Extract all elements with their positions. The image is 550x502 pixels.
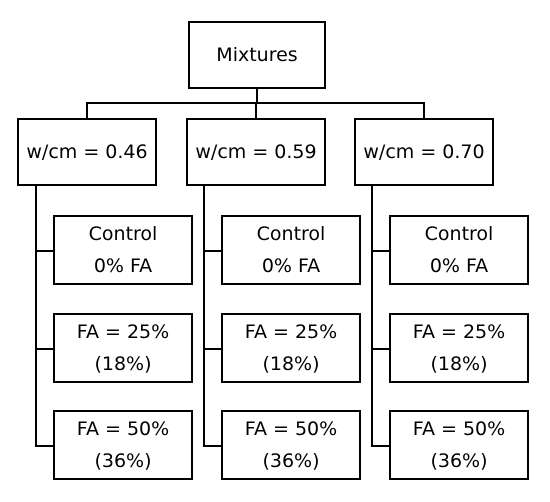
branch-group-2-fa25: [203, 348, 221, 350]
leaf-node-line2: (36%): [430, 450, 488, 472]
branch-group-1-fa50: [35, 445, 53, 447]
spine-group-3: [371, 186, 373, 446]
branch-group-2-fa50: [203, 445, 221, 447]
group-node-label: w/cm = 0.59: [195, 141, 317, 163]
spine-group-1: [35, 186, 37, 446]
group-node-wcm-059: w/cm = 0.59: [186, 118, 326, 186]
leaf-node-line1: FA = 50%: [244, 418, 338, 440]
connector-to-group-2: [255, 102, 257, 118]
leaf-node-line1: FA = 50%: [76, 418, 170, 440]
branch-group-3-control: [371, 250, 389, 252]
branch-group-1-control: [35, 250, 53, 252]
leaf-node-line1: FA = 25%: [76, 321, 170, 343]
leaf-node-fa-25: FA = 25% (18%): [221, 313, 361, 383]
group-node-label: w/cm = 0.46: [26, 141, 148, 163]
root-node-mixtures: Mixtures: [188, 21, 326, 89]
leaf-node-fa-50: FA = 50% (36%): [53, 410, 193, 480]
leaf-node-control: Control 0% FA: [389, 215, 529, 285]
leaf-node-line1: FA = 25%: [244, 321, 338, 343]
leaf-node-line2: (36%): [262, 450, 320, 472]
leaf-node-line1: Control: [424, 223, 494, 245]
leaf-node-line2: (36%): [94, 450, 152, 472]
connector-to-group-1: [86, 102, 88, 118]
leaf-node-fa-25: FA = 25% (18%): [389, 313, 529, 383]
leaf-node-line1: FA = 25%: [412, 321, 506, 343]
leaf-node-line2: (18%): [94, 353, 152, 375]
leaf-node-control: Control 0% FA: [221, 215, 361, 285]
root-node-label: Mixtures: [216, 44, 298, 66]
leaf-node-fa-50: FA = 50% (36%): [389, 410, 529, 480]
leaf-node-line1: FA = 50%: [412, 418, 506, 440]
leaf-node-line1: Control: [256, 223, 326, 245]
leaf-node-control: Control 0% FA: [53, 215, 193, 285]
branch-group-1-fa25: [35, 348, 53, 350]
connector-root-down: [256, 89, 258, 103]
leaf-node-line2: (18%): [430, 353, 488, 375]
branch-group-2-control: [203, 250, 221, 252]
group-node-wcm-046: w/cm = 0.46: [17, 118, 157, 186]
branch-group-3-fa25: [371, 348, 389, 350]
leaf-node-fa-50: FA = 50% (36%): [221, 410, 361, 480]
leaf-node-line2: 0% FA: [429, 255, 489, 277]
branch-group-3-fa50: [371, 445, 389, 447]
leaf-node-line1: Control: [88, 223, 158, 245]
group-node-wcm-070: w/cm = 0.70: [354, 118, 494, 186]
group-node-label: w/cm = 0.70: [363, 141, 485, 163]
leaf-node-line2: (18%): [262, 353, 320, 375]
connector-to-group-3: [423, 102, 425, 118]
leaf-node-line2: 0% FA: [93, 255, 153, 277]
leaf-node-fa-25: FA = 25% (18%): [53, 313, 193, 383]
spine-group-2: [203, 186, 205, 446]
leaf-node-line2: 0% FA: [261, 255, 321, 277]
